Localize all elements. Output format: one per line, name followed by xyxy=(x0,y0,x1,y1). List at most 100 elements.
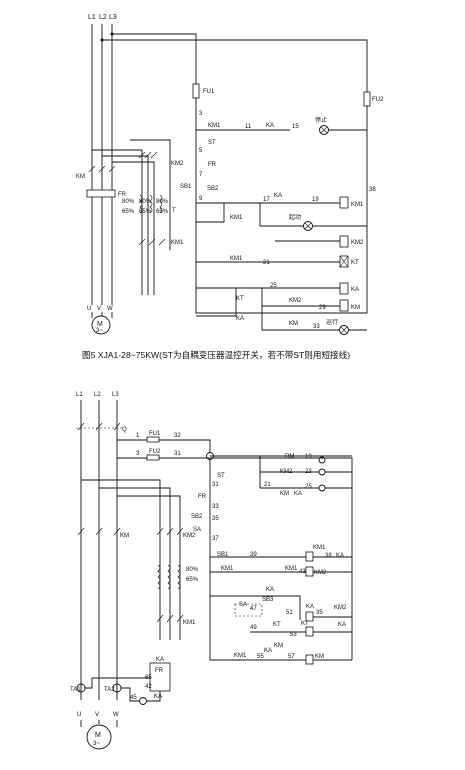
bottom-ta2-label: TA2 xyxy=(104,687,115,693)
top-tap-80-a: 80% xyxy=(122,199,135,205)
top-phase-l3: L3 xyxy=(109,14,117,21)
top-kt-contact: KT xyxy=(236,296,244,302)
bottom-lamp-1 xyxy=(318,456,326,464)
top-n15: 15 xyxy=(292,124,299,130)
bottom-n47: 47 xyxy=(250,606,257,612)
top-fr-thermal: FR xyxy=(86,189,127,198)
bottom-phase-l3: L3 xyxy=(112,392,119,398)
bottom-n55: 55 xyxy=(257,654,264,660)
top-fu2-label: FU2 xyxy=(372,97,384,103)
bottom-ka-small: KA xyxy=(154,694,162,700)
bottom-motor: M 3~ xyxy=(86,724,112,750)
bottom-tap-80: 80% xyxy=(186,567,199,573)
top-n3: 3 xyxy=(199,111,203,117)
bottom-sa-label: SA xyxy=(193,527,201,533)
bottom-n35-ctrl: 35 xyxy=(212,516,219,522)
bottom-n53: 53 xyxy=(290,632,297,638)
top-km1-coil-label: KM1 xyxy=(351,202,364,208)
bottom-fu1-label: FU1 xyxy=(149,431,161,437)
top-n21: 21 xyxy=(263,260,270,266)
top-terminal-u: U xyxy=(87,306,91,312)
top-km2-aux: KM2 xyxy=(289,298,302,304)
top-n11: 11 xyxy=(245,124,252,130)
top-tap-65-c: 65% xyxy=(156,209,169,215)
bottom-km-coil xyxy=(305,654,314,665)
top-km1-aux: KM1 xyxy=(208,123,221,129)
bottom-km1-aux-2: KM1 xyxy=(285,566,298,572)
bottom-ka-aux-d: KA xyxy=(266,587,274,593)
bottom-kt-coil-label: KT xyxy=(301,621,309,627)
top-ka-aux-b: KA xyxy=(274,193,282,199)
top-km2-coil-label: KM2 xyxy=(351,240,364,246)
bottom-km-aux-lamp: KM xyxy=(280,491,289,497)
top-motor: M 3~ xyxy=(91,315,111,335)
top-n5: 5 xyxy=(199,148,203,154)
bottom-autotransformer: 80% 65% xyxy=(157,564,199,590)
bottom-n42: 42 xyxy=(145,684,152,690)
top-n29: 29 xyxy=(319,305,326,311)
bottom-n23: 23 xyxy=(305,469,312,475)
bottom-tap-65: 65% xyxy=(186,577,199,583)
bottom-diagram: L1 L2 L3 Q FU1 FU2 1 32 3 31 KM KM2 80% … xyxy=(70,392,353,750)
bottom-motor-phase: 3~ xyxy=(93,741,100,747)
top-tap-80-c: 80% xyxy=(156,199,169,205)
bottom-n37-ctrl: 37 xyxy=(212,536,219,542)
bottom-rm-label: RM xyxy=(285,454,294,460)
top-diagram: L1 L2 L3 KM FR KM2 80% 80% 80% xyxy=(76,14,384,335)
bottom-fr-relay: KA FR 65 42 45 KA xyxy=(85,657,171,705)
bottom-fu2-fuse xyxy=(146,454,160,461)
bottom-st-label: ST xyxy=(217,473,225,479)
top-km2-label: KM2 xyxy=(171,161,184,167)
bottom-ta1-label: TA1 xyxy=(70,687,81,693)
top-n38: 38 xyxy=(369,187,376,193)
top-n9: 9 xyxy=(199,196,203,202)
bottom-km2-coil xyxy=(305,566,314,577)
bottom-n33-ctrl: 33 xyxy=(212,504,219,510)
bottom-n31-ctrl: 31 xyxy=(212,482,219,488)
bottom-phase-l2: L2 xyxy=(94,392,101,398)
top-fr-ctrl: FR xyxy=(208,162,217,168)
bottom-kt-contact: KT xyxy=(273,622,281,628)
top-km2-contacts: KM2 xyxy=(138,151,184,167)
top-phase-l1: L1 xyxy=(88,14,96,21)
bottom-ka-coil-label: KA xyxy=(306,604,314,610)
bottom-n39: 39 xyxy=(250,552,257,558)
top-ka-coil xyxy=(339,282,349,295)
top-sb1-label: SB1 xyxy=(180,184,192,190)
bottom-sb2-label: SB2 xyxy=(191,514,203,520)
bottom-km2-aux-b: KM2 xyxy=(334,605,347,611)
top-tap-80-b: 80% xyxy=(139,199,152,205)
top-ka-aux-a: KA xyxy=(266,123,274,129)
top-km1-contacts: KM1 xyxy=(138,238,184,246)
bottom-n38: 38 xyxy=(325,553,332,559)
bottom-km-coil-label: KM xyxy=(315,654,324,660)
bottom-km-aux-c: KM xyxy=(274,643,283,649)
bottom-control-circuit: ST 31 FR 33 SB2 35 SA 37 RM 19 KM2 23 21… xyxy=(191,452,352,665)
bottom-terminal-w: W xyxy=(113,712,119,718)
bottom-km1-coil xyxy=(305,551,314,562)
top-st-label: ST xyxy=(208,140,216,146)
bottom-n3: 3 xyxy=(136,451,140,457)
bottom-fu1-fuse xyxy=(146,436,160,443)
bottom-ka-coil xyxy=(305,611,314,622)
bottom-ka-aux-lamp: KA xyxy=(294,491,302,497)
bottom-n32: 32 xyxy=(174,433,181,439)
top-n7: 7 xyxy=(199,172,203,178)
bottom-lamp-3 xyxy=(318,484,326,492)
bottom-km2-label: KM2 xyxy=(183,533,196,539)
top-km-coil-label: KM xyxy=(351,305,360,311)
top-tap-65-a: 65% xyxy=(122,209,135,215)
top-ka-coil-label: KA xyxy=(351,287,359,293)
bottom-n35b: 35 xyxy=(316,610,323,616)
top-km1-coil xyxy=(339,196,349,209)
top-fu1-fuse xyxy=(192,83,200,99)
top-motor-phase: 3~ xyxy=(96,328,103,334)
top-control-circuit: FU1 FU2 3 KM1 11 KA 15 停止 ST 5 FR 7 SB1 … xyxy=(180,83,384,335)
top-n25: 25 xyxy=(270,283,277,289)
bottom-n31: 31 xyxy=(174,451,181,457)
bottom-n43: 43 xyxy=(299,569,306,575)
top-fu1-label: FU1 xyxy=(203,89,215,95)
top-km2-coil xyxy=(339,235,349,248)
